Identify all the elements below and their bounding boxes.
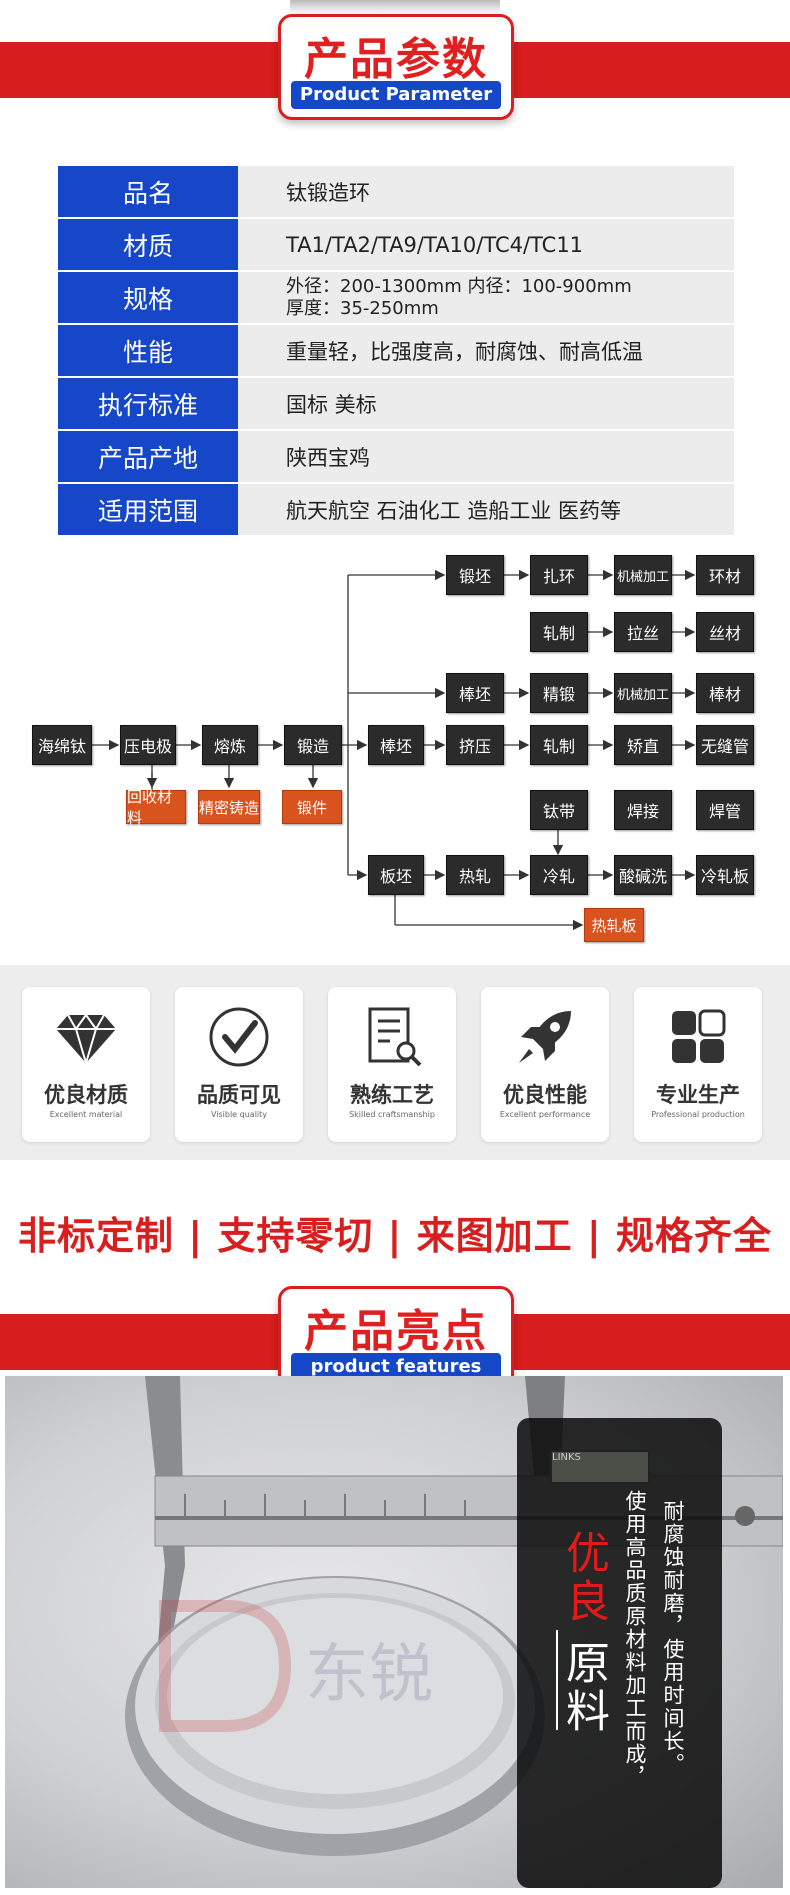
row-value-line: 厚度：35-250mm bbox=[286, 297, 439, 319]
row-label: 品名 bbox=[58, 166, 238, 217]
text-overlay-panel bbox=[517, 1418, 722, 1888]
feature-banner: 产品亮点 product features bbox=[0, 1272, 790, 1402]
row-value: 航天航空 石油化工 造船工业 医药等 bbox=[238, 484, 734, 535]
row-value: TA1/TA2/TA9/TA10/TC4/TC11 bbox=[238, 219, 734, 270]
feature-title: 品质可见 bbox=[197, 1083, 281, 1107]
table-row: 材质 TA1/TA2/TA9/TA10/TC4/TC11 bbox=[58, 219, 734, 270]
feature-title: 熟练工艺 bbox=[350, 1083, 434, 1107]
feature-card: 熟练工艺 Skilled craftsmanship bbox=[328, 987, 456, 1142]
caliper-ring-illustration: 东锐 bbox=[125, 1376, 783, 1856]
document-search-icon bbox=[368, 1007, 422, 1067]
flow-node: 焊管 bbox=[696, 790, 754, 830]
feature-title: 优良性能 bbox=[503, 1083, 587, 1107]
flow-node: 轧制 bbox=[530, 725, 588, 765]
flow-connectors bbox=[92, 569, 696, 931]
feature-title: 优良材质 bbox=[44, 1083, 128, 1107]
flow-node: 焊接 bbox=[614, 790, 672, 830]
row-value: 钛锻造环 bbox=[238, 166, 734, 217]
row-label: 规格 bbox=[58, 272, 238, 323]
flow-node: 锻坯 bbox=[446, 555, 504, 595]
highlight-heading-red: 优良 bbox=[558, 1530, 609, 1626]
feature-card: 优良材质 Excellent material bbox=[22, 987, 150, 1142]
banner-badge: 产品参数 Product Parameter bbox=[278, 14, 514, 120]
flow-node: 精锻 bbox=[530, 673, 588, 713]
row-label: 材质 bbox=[58, 219, 238, 270]
diamond-icon bbox=[56, 1013, 116, 1067]
process-flow: 海绵钛 压电极 熔炼 锻造 回收材料 精密铸造 锻件 锻坯 扎环 机械加工 环材… bbox=[0, 540, 790, 960]
row-label: 适用范围 bbox=[58, 484, 238, 535]
feature-card: 专业生产 Professional production bbox=[634, 987, 762, 1142]
flow-node: 环材 bbox=[696, 555, 754, 595]
flow-node: 海绵钛 bbox=[32, 725, 92, 765]
section-title: 产品参数 bbox=[304, 34, 488, 85]
flow-node: 棒坯 bbox=[368, 725, 424, 765]
flow-node: 板坯 bbox=[368, 855, 424, 895]
table-row: 适用范围 航天航空 石油化工 造船工业 医药等 bbox=[58, 484, 734, 535]
flow-node: 冷轧 bbox=[530, 855, 588, 895]
section-title: 产品亮点 bbox=[304, 1306, 488, 1357]
flow-node-orange: 回收材料 bbox=[126, 788, 186, 827]
banner-badge: 产品亮点 product features bbox=[278, 1286, 514, 1392]
section-subtitle: Product Parameter bbox=[291, 81, 501, 109]
grid-icon bbox=[672, 1009, 726, 1063]
flow-node: 丝材 bbox=[696, 612, 754, 652]
slogan: 非标定制 | 支持零切 | 来图加工 | 规格齐全 bbox=[17, 1214, 772, 1258]
flow-node-orange: 锻件 bbox=[282, 790, 342, 824]
flow-node: 棒材 bbox=[696, 673, 754, 713]
table-row: 品名 钛锻造环 bbox=[58, 166, 734, 217]
param-banner: 产品参数 Product Parameter bbox=[0, 0, 790, 130]
row-label: 产品产地 bbox=[58, 431, 238, 482]
flow-node-orange: 精密铸造 bbox=[198, 790, 260, 824]
caliper-display: LINKS bbox=[550, 1450, 650, 1484]
flow-node: 拉丝 bbox=[614, 612, 672, 652]
watermark-text: 东锐 bbox=[305, 1639, 433, 1710]
highlight-text: 使用高品质原材料加工而成， bbox=[623, 1490, 647, 1789]
flow-node: 矫直 bbox=[614, 725, 672, 765]
check-circle-icon bbox=[209, 1007, 269, 1067]
divider-line bbox=[556, 1630, 558, 1730]
feature-subtitle: Skilled craftsmanship bbox=[349, 1110, 435, 1119]
flow-node: 锻造 bbox=[284, 725, 342, 765]
flow-node: 挤压 bbox=[446, 725, 504, 765]
flow-node: 酸碱洗 bbox=[614, 855, 672, 895]
row-value-line: 外径：200-1300mm 内径：100-900mm bbox=[286, 275, 632, 297]
feature-card: 品质可见 Visible quality bbox=[175, 987, 303, 1142]
row-label: 执行标准 bbox=[58, 378, 238, 429]
flow-node-orange: 热轧板 bbox=[584, 908, 644, 942]
flow-node: 钛带 bbox=[530, 790, 588, 830]
row-label: 性能 bbox=[58, 325, 238, 376]
flow-node: 冷轧板 bbox=[696, 855, 754, 895]
product-photo: 东锐 bbox=[5, 1376, 783, 1888]
feature-subtitle: Excellent performance bbox=[499, 1110, 591, 1119]
feature-subtitle: Excellent material bbox=[49, 1110, 123, 1119]
feature-card: 优良性能 Excellent performance bbox=[481, 987, 609, 1142]
caliper-brand: LINKS bbox=[552, 1452, 581, 1463]
flow-node: 热轧 bbox=[446, 855, 504, 895]
flow-node: 压电极 bbox=[120, 725, 176, 765]
row-value: 陕西宝鸡 bbox=[238, 431, 734, 482]
feature-subtitle: Visible quality bbox=[210, 1110, 268, 1119]
flow-node: 机械加工 bbox=[614, 555, 672, 595]
table-row: 规格 外径：200-1300mm 内径：100-900mm 厚度：35-250m… bbox=[58, 272, 734, 323]
flow-node: 机械加工 bbox=[614, 673, 672, 713]
highlight-heading-white: 原料 bbox=[558, 1640, 609, 1736]
feature-title: 专业生产 bbox=[656, 1083, 740, 1107]
table-row: 执行标准 国标 美标 bbox=[58, 378, 734, 429]
rocket-icon bbox=[519, 1011, 571, 1063]
row-value: 外径：200-1300mm 内径：100-900mm 厚度：35-250mm bbox=[238, 272, 734, 323]
row-value: 重量轻，比强度高，耐腐蚀、耐高低温 bbox=[238, 325, 734, 376]
flow-node: 轧制 bbox=[530, 612, 588, 652]
parameter-table: 品名 钛锻造环 材质 TA1/TA2/TA9/TA10/TC4/TC11 规格 … bbox=[58, 166, 734, 537]
highlight-text: 耐腐蚀耐磨，使用时间长。 bbox=[661, 1500, 685, 1776]
flow-node: 棒坯 bbox=[446, 673, 504, 713]
table-row: 产品产地 陕西宝鸡 bbox=[58, 431, 734, 482]
feature-strip: 优良材质 Excellent material 品质可见 Visible qua… bbox=[0, 965, 790, 1160]
table-row: 性能 重量轻，比强度高，耐腐蚀、耐高低温 bbox=[58, 325, 734, 376]
feature-subtitle: Professional production bbox=[651, 1110, 745, 1119]
flow-node: 无缝管 bbox=[696, 725, 754, 765]
row-value: 国标 美标 bbox=[238, 378, 734, 429]
flow-node: 扎环 bbox=[530, 555, 588, 595]
flow-node: 熔炼 bbox=[202, 725, 258, 765]
